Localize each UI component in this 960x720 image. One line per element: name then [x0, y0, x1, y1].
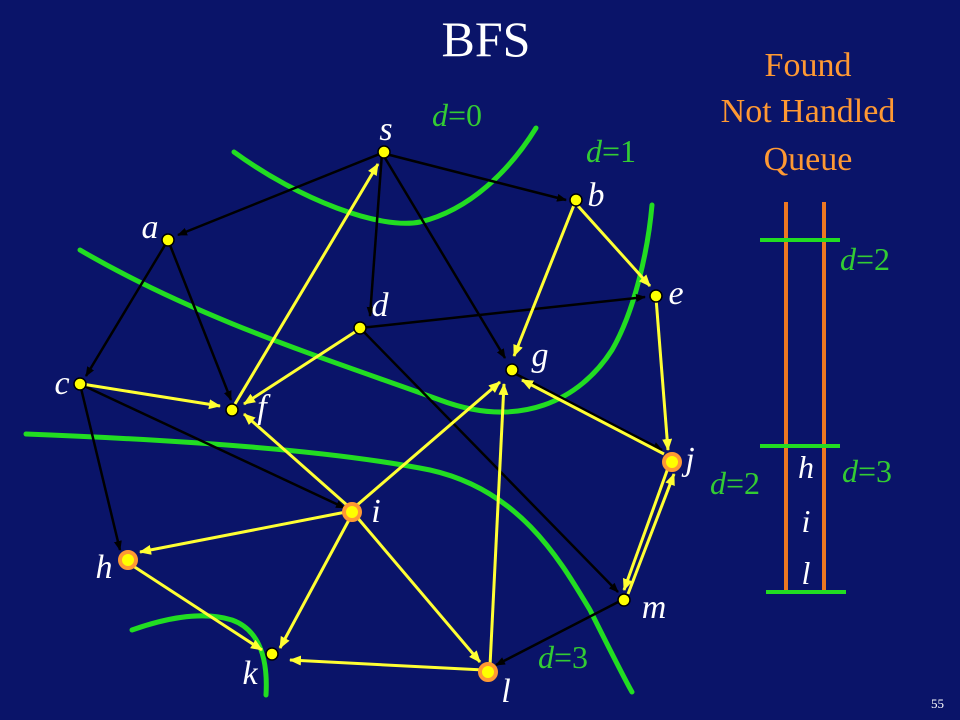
level-label-d0: d=0 — [432, 97, 482, 133]
queue-item-l: l — [802, 555, 811, 591]
vertex-label-h: h — [96, 549, 113, 586]
tree-edge-l-g — [488, 383, 509, 667]
vertex-label-a: a — [142, 209, 159, 246]
level-curve-d3 — [129, 613, 269, 698]
vertex-label-l: l — [501, 673, 510, 710]
edge-m-l — [495, 598, 623, 667]
vertex-g: g — [505, 337, 549, 377]
page-number: 55 — [931, 696, 944, 711]
tree-edge-i-g — [355, 380, 501, 508]
tree-edge-j-m — [622, 467, 670, 591]
edge-s-a — [177, 151, 383, 237]
vertex-l: l — [478, 662, 511, 710]
legend-not-handled: Not Handled — [721, 93, 896, 130]
queue-level-label-lower-left: d=2 — [710, 465, 760, 501]
tree-edge-i-f — [243, 412, 349, 508]
tree-edge-e-j — [654, 297, 673, 451]
tree-edge-j-g — [521, 378, 665, 456]
edge-a-f — [166, 239, 233, 401]
vertex-i: i — [342, 493, 381, 530]
tree-edge-f-s — [233, 163, 380, 405]
tree-edge-h-k — [129, 562, 263, 652]
vertex-label-g: g — [532, 337, 549, 374]
vertex-label-b: b — [588, 177, 605, 214]
level-label-d3: d=3 — [538, 639, 588, 675]
tree-edge-m-j — [626, 473, 676, 595]
legend-found: Found — [765, 47, 852, 84]
tree-edge-i-k — [278, 517, 352, 649]
vertex-label-j: j — [681, 441, 694, 478]
vertex-label-s: s — [379, 111, 392, 148]
edge-c-i — [79, 382, 346, 510]
edge-d-e — [359, 293, 646, 330]
vertex-label-e: e — [668, 275, 683, 312]
slide-title: BFS — [442, 11, 531, 67]
level-curves — [23, 125, 655, 698]
vertex-label-c: c — [54, 365, 69, 402]
edge-s-b — [381, 151, 567, 202]
vertex-j: j — [662, 441, 695, 478]
queue-item-i: i — [802, 503, 811, 539]
tree-edge-l-k — [289, 655, 485, 672]
level-label-d1: d=1 — [586, 133, 636, 169]
legend-queue: Queue — [764, 141, 853, 178]
edge-s-d — [366, 152, 384, 317]
vertex-label-f: f — [257, 389, 271, 426]
tree-edge-d-f — [243, 328, 359, 406]
tree-edge-b-e — [576, 204, 652, 288]
vertex-b: b — [569, 177, 605, 214]
tree-edge-b-g — [512, 204, 576, 357]
queue-level-label-lower-right: d=3 — [842, 453, 892, 489]
vertex-f: f — [225, 389, 271, 426]
edge-a-c — [84, 239, 170, 377]
edge-d-m — [359, 327, 619, 593]
edge-c-h — [78, 383, 122, 551]
tree-edge-c-f — [81, 382, 221, 410]
vertex-label-k: k — [242, 655, 258, 692]
queue-panel: d=2 d=2 d=3 h i l — [710, 202, 892, 594]
vertex-d: d — [353, 287, 390, 335]
vertex-e: e — [649, 275, 684, 312]
vertex-s: s — [377, 111, 393, 159]
edge-s-g — [380, 152, 507, 359]
vertex-m: m — [617, 589, 667, 626]
vertex-k: k — [242, 647, 279, 692]
non-tree-edges — [78, 151, 663, 667]
queue-item-h: h — [798, 449, 814, 485]
vertices: s a b c d e f g — [54, 111, 694, 710]
tree-edge-i-h — [139, 510, 347, 555]
vertex-label-i: i — [371, 493, 380, 530]
tree-edges — [81, 163, 676, 672]
edge-g-j — [511, 370, 663, 452]
level-curve-d2 — [23, 431, 635, 695]
vertex-h: h — [96, 549, 138, 586]
vertex-c: c — [54, 365, 87, 402]
vertex-label-d: d — [372, 287, 390, 324]
queue-level-label-upper: d=2 — [840, 241, 890, 277]
tree-edge-i-l — [354, 515, 482, 663]
vertex-a: a — [142, 209, 175, 247]
vertex-label-m: m — [642, 589, 667, 626]
